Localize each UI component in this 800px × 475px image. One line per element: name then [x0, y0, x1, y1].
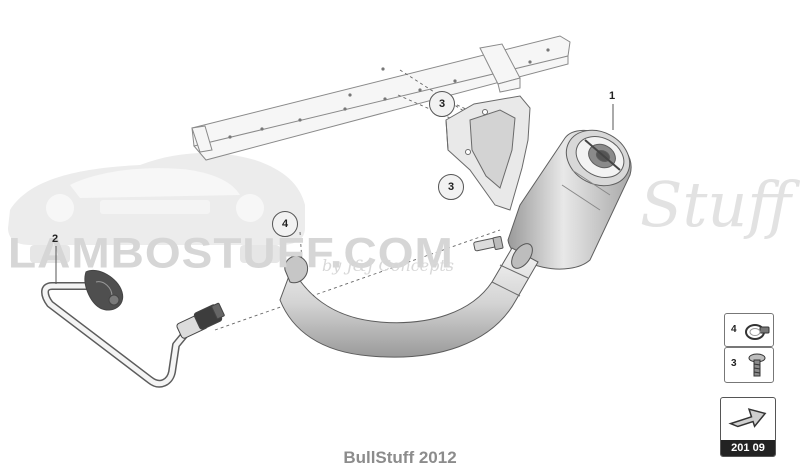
- screw-icon: [748, 353, 766, 377]
- filler-tube: [279, 243, 539, 358]
- watermark-small-text: by J&J Concepts: [322, 256, 455, 275]
- footer-credit: BullStuff 2012: [343, 448, 457, 467]
- callout-3-lower[interactable]: 3: [438, 174, 464, 200]
- legend-item-label: 3: [731, 358, 737, 369]
- legend-item-hose-clamp[interactable]: 4: [724, 313, 774, 347]
- breather-connector-right: [176, 302, 225, 339]
- callout-3-upper[interactable]: 3: [429, 91, 455, 117]
- watermark-script-text: Stuff: [640, 168, 792, 241]
- bolt: [473, 235, 504, 252]
- chassis-rail: [191, 35, 571, 161]
- breather-connector-left: [84, 270, 124, 311]
- arrow-right-icon: [728, 408, 767, 428]
- callout-1[interactable]: 1: [609, 90, 616, 102]
- legend-item-label: 4: [731, 324, 737, 335]
- page-code: 201 09: [721, 440, 775, 456]
- breather-pipe: [41, 282, 194, 388]
- chassis-rail-holes: [228, 48, 550, 139]
- group-navigation-button[interactable]: 201 09: [720, 397, 776, 457]
- mounting-bracket: [445, 95, 531, 211]
- legend-item-screw[interactable]: 3: [724, 347, 774, 383]
- watermark-main-text: LAMBOSTUFF.COM: [8, 229, 454, 277]
- callout-2[interactable]: 2: [52, 233, 59, 245]
- hose-clamp-icon: [745, 324, 770, 340]
- callout-4[interactable]: 4: [272, 211, 298, 237]
